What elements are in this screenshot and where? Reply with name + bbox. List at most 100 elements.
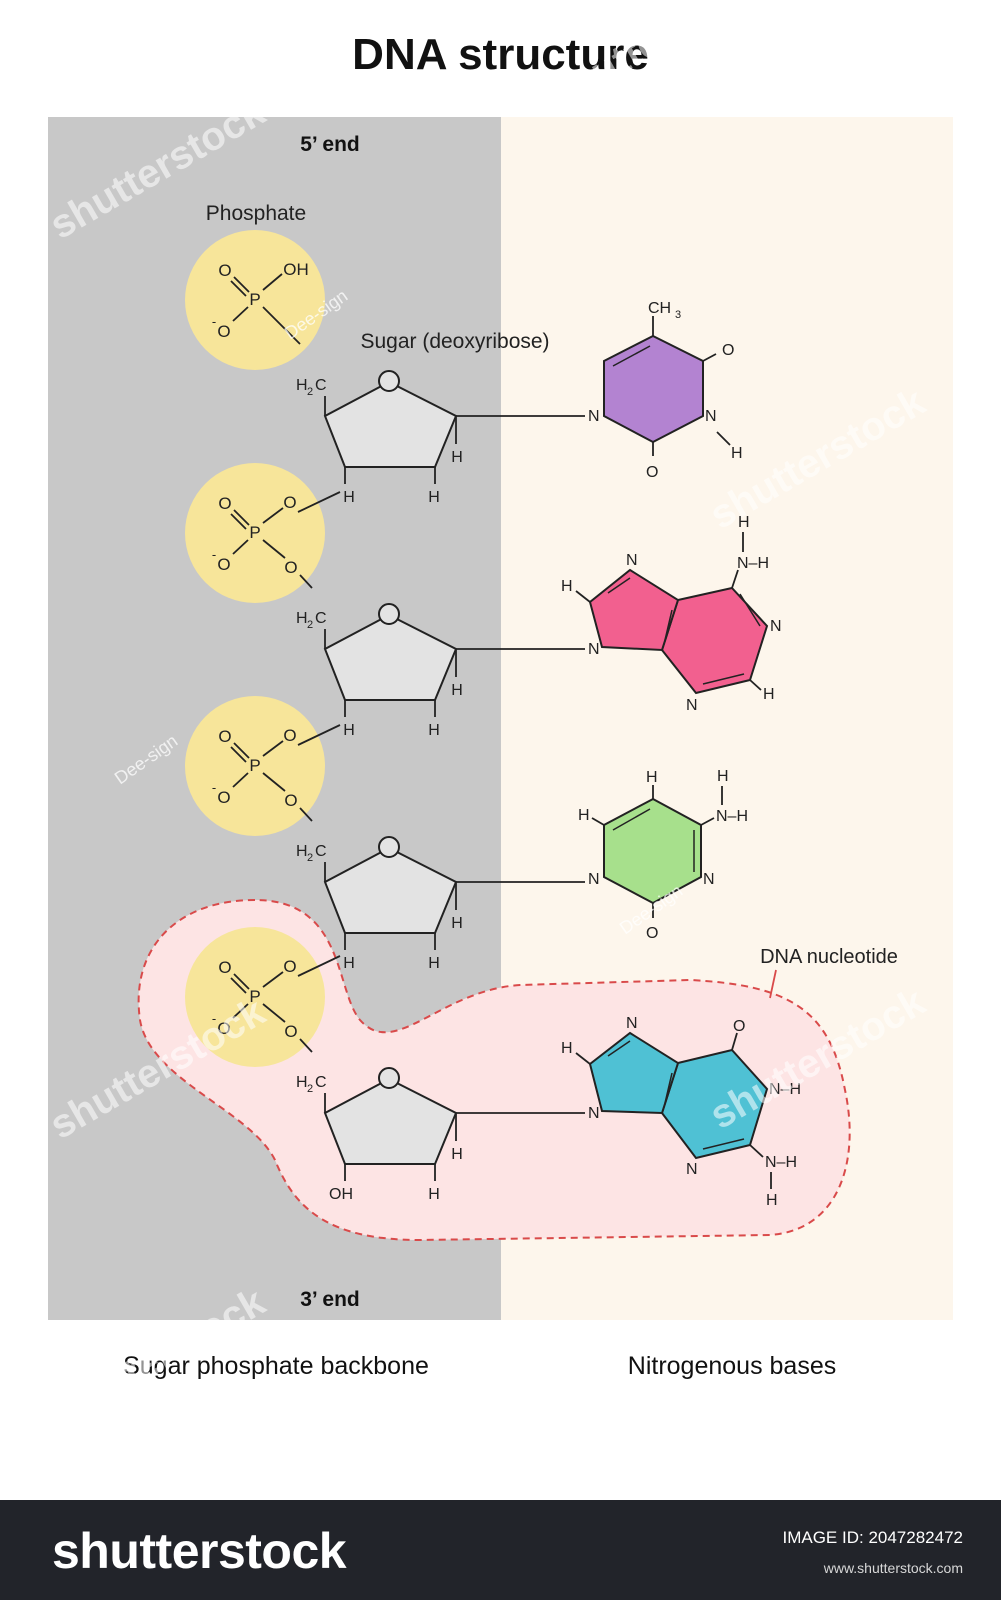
- methylene-sub: 2: [307, 619, 313, 631]
- nucleotide-label: DNA nucleotide: [760, 946, 898, 968]
- phosphate-group-1: P O OH O -: [185, 230, 325, 370]
- nitrogen-atom: N: [686, 1161, 698, 1178]
- oxygen-atom: O: [218, 494, 231, 513]
- phosphorus-atom: P: [249, 523, 260, 542]
- methylene-sub: 2: [307, 852, 313, 864]
- oxygen-minus-atom: O: [217, 788, 230, 807]
- deoxyribose-ring: [323, 1077, 458, 1165]
- guanine-base: H N O N–H N N N–H H: [561, 1015, 801, 1209]
- hydrogen-atom: H: [428, 1186, 440, 1203]
- methylene-h: H: [296, 610, 308, 627]
- ring-oxygen: [378, 1067, 400, 1089]
- sugar-2: H 2 C H H H: [296, 603, 585, 739]
- adenine-base: H N N–H H N N N H: [561, 514, 782, 714]
- nitrogen-atom: N: [588, 408, 600, 425]
- methylene-sub: 2: [307, 1083, 313, 1095]
- deoxyribose-ring: [323, 846, 458, 934]
- nitrogen-atom: N: [703, 871, 715, 888]
- page-title: DNA structure: [352, 30, 649, 79]
- oxygen-atom: O: [733, 1018, 745, 1035]
- nitrogen-atom: N: [626, 1015, 638, 1032]
- methylene-c: C: [315, 610, 327, 627]
- phosphate-label: Phosphate: [206, 202, 306, 225]
- phosphorus-atom: P: [249, 756, 260, 775]
- methylene-h: H: [296, 843, 308, 860]
- nucleotide-leader-line: [769, 969, 777, 999]
- hydrogen-atom: H: [763, 686, 775, 703]
- hydrogen-atom: H: [738, 514, 750, 531]
- oxygen-atom: O: [218, 727, 231, 746]
- watermark-text: shutterstock: [543, 0, 774, 118]
- phosphate-circle: [185, 696, 325, 836]
- hydrogen-atom: H: [343, 955, 355, 972]
- nitrogen-atom: N: [626, 552, 638, 569]
- oxygen-atom: O: [218, 958, 231, 977]
- charge-sign: -: [212, 547, 216, 562]
- hydrogen-atom: H: [451, 915, 463, 932]
- oxygen-atom: O: [283, 957, 296, 976]
- hydrogen-atom: H: [766, 1192, 778, 1209]
- hydrogen-atom: H: [451, 682, 463, 699]
- oxygen-minus-atom: O: [217, 555, 230, 574]
- hydrogen-atom: H: [428, 955, 440, 972]
- footer-banner: shutterstock IMAGE ID: 2047282472 www.sh…: [0, 1500, 1001, 1600]
- hydrogen-atom: H: [451, 1146, 463, 1163]
- oxygen-atom: O: [218, 261, 231, 280]
- amine-group: N–H: [716, 808, 748, 825]
- bases-label: Nitrogenous bases: [628, 1352, 836, 1380]
- amine-group: N–H: [765, 1154, 797, 1171]
- ring-oxygen: [378, 836, 400, 858]
- methylene-h: H: [296, 1074, 308, 1091]
- oxygen-atom: O: [284, 558, 297, 577]
- hydrogen-atom: H: [561, 578, 573, 595]
- backbone-label: Sugar phosphate backbone: [123, 1352, 429, 1380]
- five-prime-end-label: 5’ end: [300, 133, 360, 156]
- hydrogen-atom: H: [561, 1040, 573, 1057]
- hydrogen-atom: H: [428, 489, 440, 506]
- phosphate-circle: [185, 463, 325, 603]
- hydrogen-atom: H: [578, 807, 590, 824]
- hydrogen-atom: H: [451, 449, 463, 466]
- sugar-4: H 2 C OH H H: [296, 1067, 585, 1203]
- oxygen-atom: O: [283, 726, 296, 745]
- oxygen-minus-atom: O: [217, 322, 230, 341]
- image-id: IMAGE ID: 2047282472: [782, 1528, 963, 1547]
- deoxyribose-ring: [323, 613, 458, 701]
- imine-group: N–H: [769, 1081, 801, 1098]
- methyl-sub: 3: [675, 309, 681, 321]
- oxygen-minus-atom: O: [217, 1019, 230, 1038]
- methylene-h: H: [296, 377, 308, 394]
- brand-logo: shutterstock: [52, 1523, 347, 1579]
- hydrogen-atom: H: [731, 445, 743, 462]
- hydrogen-atom: H: [343, 722, 355, 739]
- methylene-c: C: [315, 377, 327, 394]
- phosphate-group-3: P O O O - O: [185, 696, 341, 836]
- sugar-3: H 2 C H H H: [296, 836, 585, 972]
- nitrogen-atom: N: [686, 697, 698, 714]
- oxygen-atom: O: [283, 493, 296, 512]
- nitrogen-atom: N: [588, 641, 600, 658]
- sugar-1: H 2 C H H H: [296, 370, 585, 506]
- site-url: www.shutterstock.com: [823, 1560, 963, 1576]
- charge-sign: -: [212, 1011, 216, 1026]
- ring-oxygen: [378, 603, 400, 625]
- oxygen-atom: O: [722, 342, 734, 359]
- methylene-sub: 2: [307, 386, 313, 398]
- oxygen-atom: O: [284, 791, 297, 810]
- hydrogen-atom: H: [646, 769, 658, 786]
- oxygen-atom: O: [646, 925, 658, 942]
- methylene-c: C: [315, 843, 327, 860]
- phosphorus-atom: P: [249, 290, 260, 309]
- thymine-base: CH 3 O N N H O: [588, 300, 743, 481]
- hydrogen-atom: H: [343, 489, 355, 506]
- phosphorus-atom: P: [249, 987, 260, 1006]
- ring-oxygen: [378, 370, 400, 392]
- charge-sign: -: [212, 780, 216, 795]
- hydrogen-atom: H: [717, 768, 729, 785]
- nitrogen-atom: N: [770, 618, 782, 635]
- amine-group: N–H: [737, 555, 769, 572]
- sugar-label: Sugar (deoxyribose): [360, 330, 549, 353]
- deoxyribose-ring: [323, 380, 458, 468]
- oxygen-atom: O: [646, 464, 658, 481]
